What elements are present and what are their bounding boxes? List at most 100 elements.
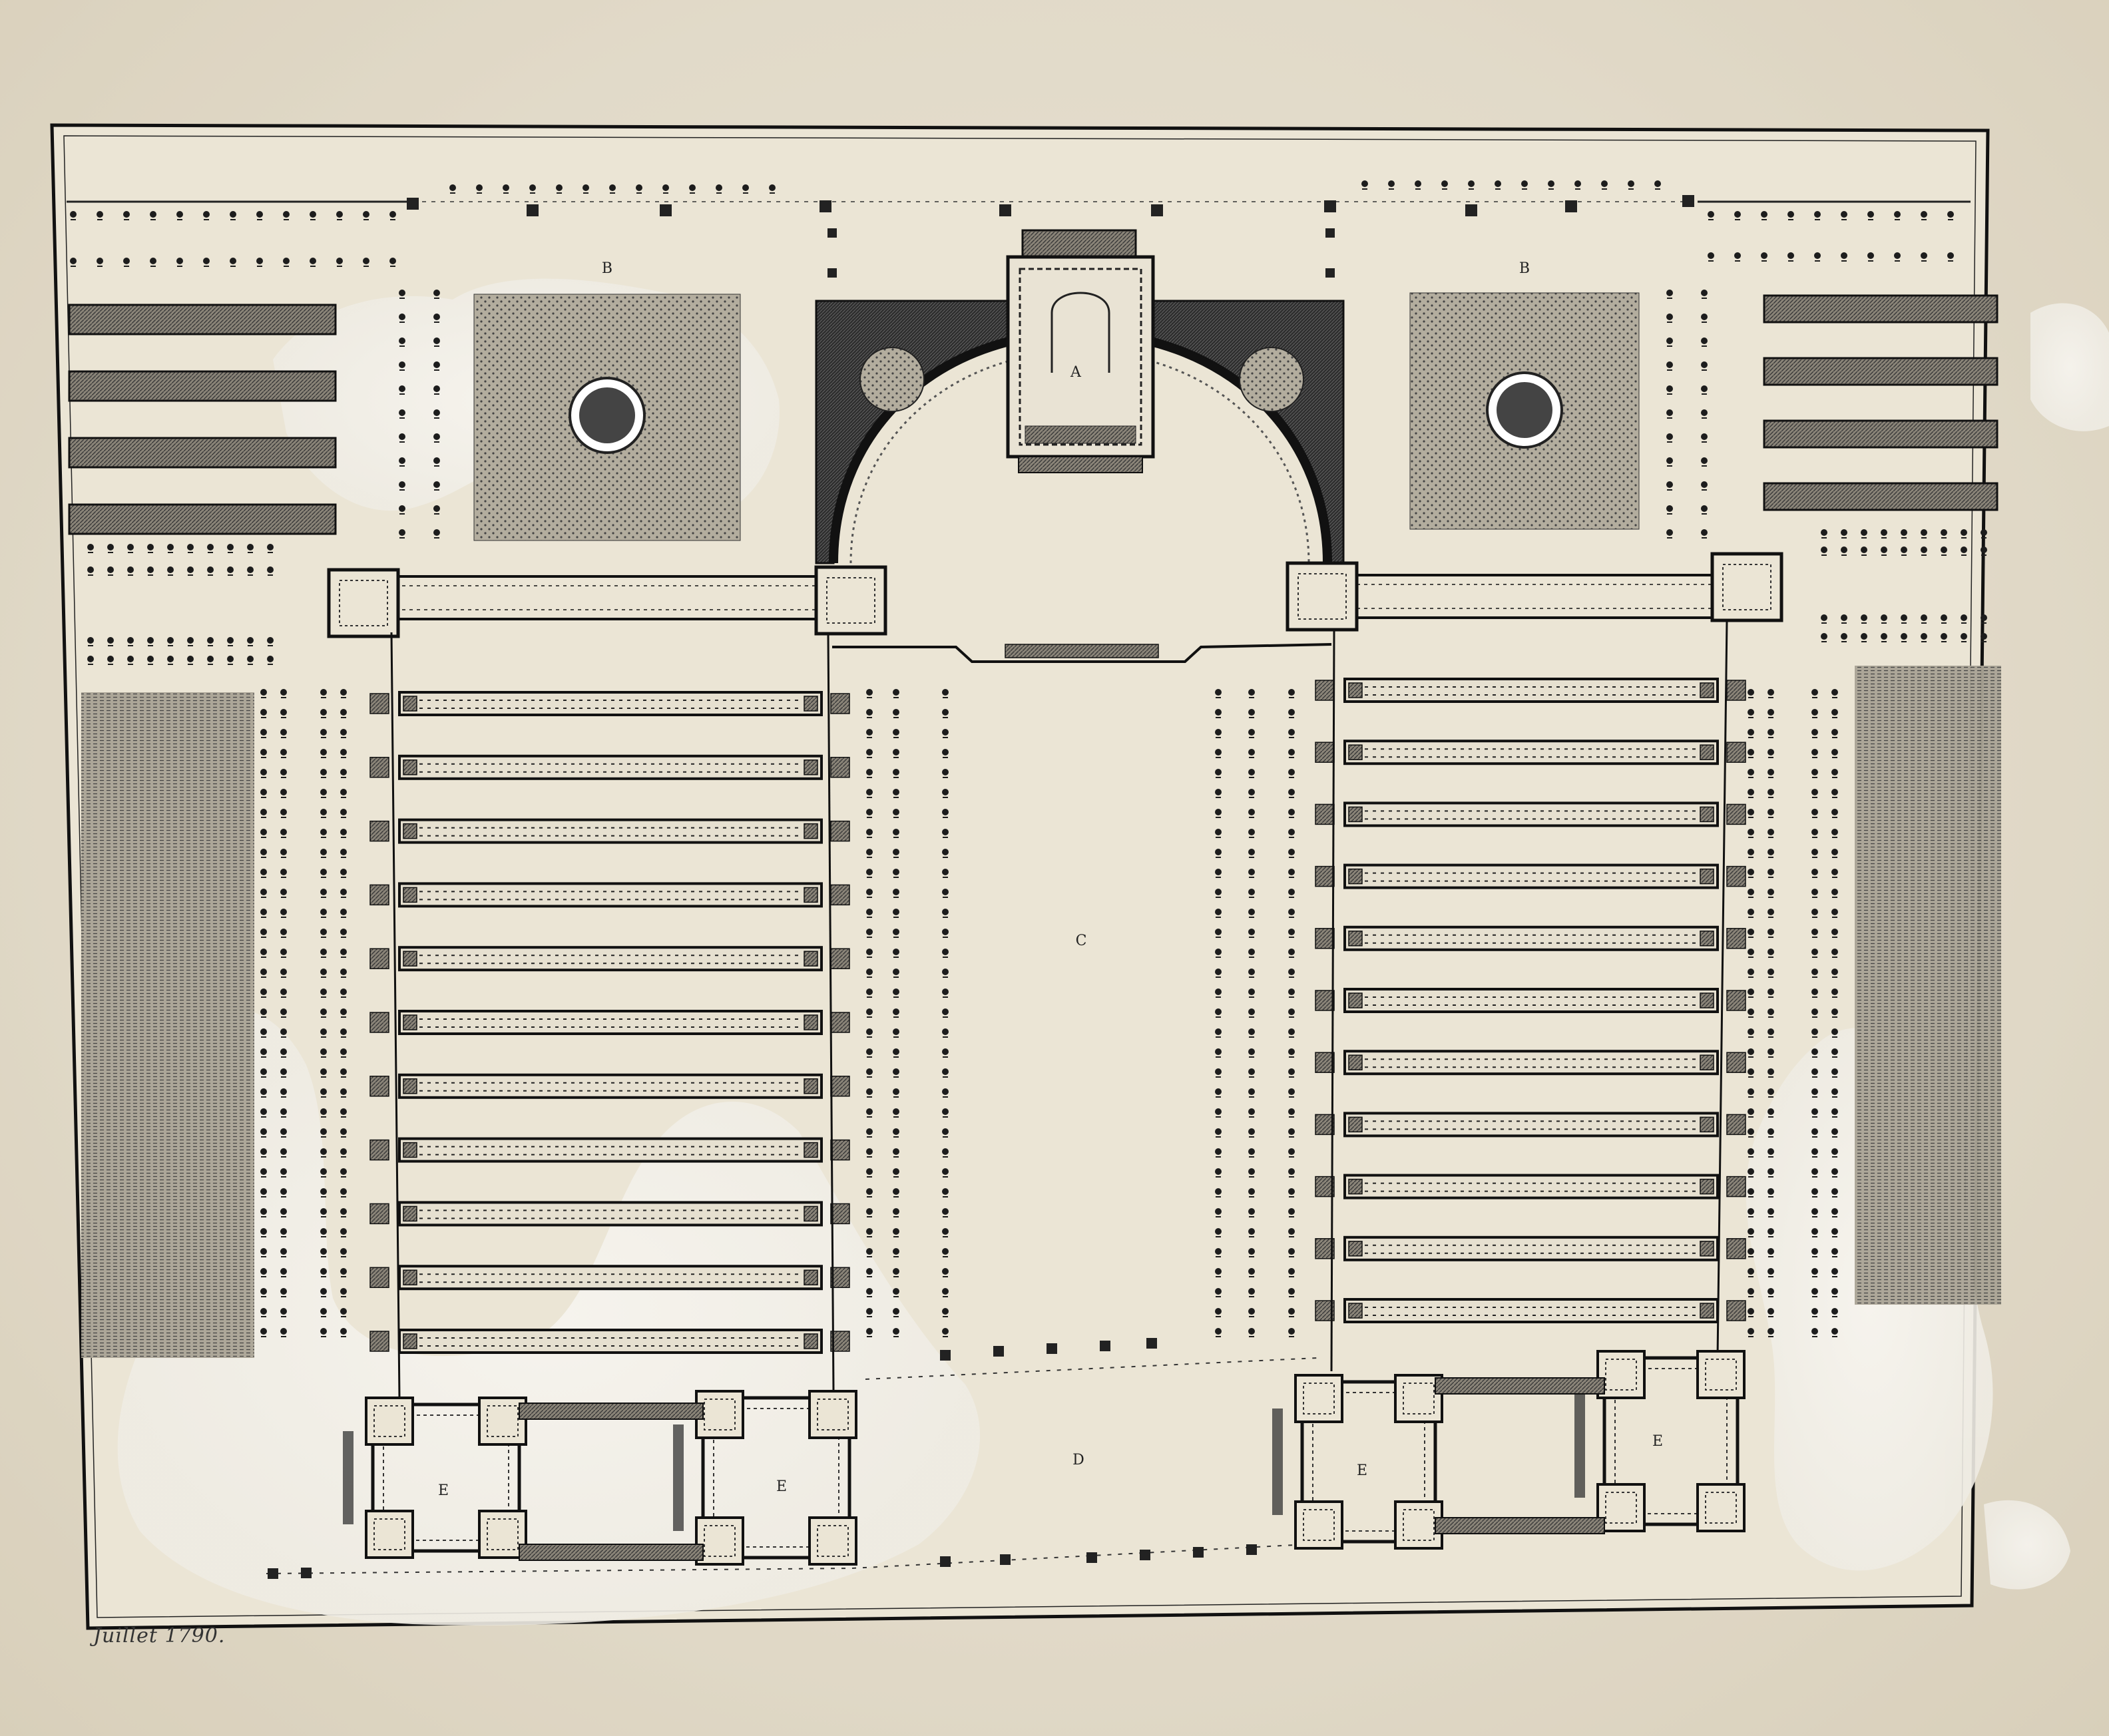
tree-mark [556, 184, 563, 194]
tree-mark [1288, 1188, 1295, 1197]
tree-mark [866, 889, 873, 898]
tree-mark [1748, 988, 1754, 998]
tree-mark [1961, 633, 1967, 642]
tree-mark [1248, 1128, 1255, 1138]
tree-mark [1288, 809, 1295, 818]
tree-mark [340, 869, 347, 878]
tree-mark [127, 566, 134, 576]
tree-mark [476, 184, 483, 194]
tree-mark [529, 184, 536, 194]
building-row [1315, 801, 1746, 827]
tree-mark [1734, 252, 1741, 262]
tree-mark [1748, 829, 1754, 838]
tree-mark [1215, 889, 1222, 898]
tree-mark [176, 258, 183, 267]
tree-mark [1894, 211, 1901, 220]
tree-mark [399, 337, 405, 347]
tree-mark [1831, 729, 1838, 738]
tree-mark [1841, 614, 1847, 624]
tree-mark [280, 1328, 287, 1337]
tree-mark [340, 1208, 347, 1217]
garden-band [68, 304, 337, 335]
tree-mark [260, 1148, 267, 1158]
tree-mark [1288, 969, 1295, 978]
tree-mark [866, 789, 873, 798]
tree-mark [280, 1228, 287, 1237]
tree-mark [107, 637, 114, 646]
tree-mark [320, 689, 327, 698]
tree-mark [1841, 633, 1847, 642]
tree-mark [336, 258, 343, 267]
post [1325, 268, 1335, 278]
tree-mark [893, 709, 899, 718]
tree-mark [1947, 252, 1954, 262]
tree-mark [340, 809, 347, 818]
tree-mark [1215, 1168, 1222, 1178]
tree-mark [433, 505, 440, 515]
tree-mark [97, 211, 103, 220]
tree-mark [1811, 949, 1818, 958]
tree-mark [1767, 1228, 1774, 1237]
tree-mark [942, 1168, 949, 1178]
tree-mark [280, 1188, 287, 1197]
tree-mark [1215, 969, 1222, 978]
tree-mark [942, 1308, 949, 1317]
tree-mark [1215, 1088, 1222, 1098]
tree-mark [893, 1228, 899, 1237]
tree-mark [1666, 385, 1673, 395]
tree-mark [866, 929, 873, 938]
tree-mark [340, 769, 347, 778]
tree-mark [1601, 180, 1608, 190]
tree-mark [187, 656, 194, 665]
tree-mark [280, 949, 287, 958]
tree-mark [1811, 1148, 1818, 1158]
tree-mark [583, 184, 589, 194]
tree-mark [340, 729, 347, 738]
tree-mark [1748, 689, 1754, 698]
tree-mark [320, 1248, 327, 1257]
tree-mark [340, 1268, 347, 1277]
tree-mark [893, 1108, 899, 1118]
tree-mark [1628, 180, 1634, 190]
building-row [369, 1329, 850, 1354]
tree-mark [340, 1168, 347, 1178]
tree-mark [1748, 1268, 1754, 1277]
tree-mark [320, 749, 327, 758]
tree-mark [866, 1308, 873, 1317]
tree-mark [1767, 909, 1774, 918]
tree-mark [167, 656, 174, 665]
tree-mark [280, 988, 287, 998]
tree-mark [1248, 709, 1255, 718]
tree-mark [1748, 749, 1754, 758]
tree-mark [280, 1268, 287, 1277]
tree-mark [1767, 1308, 1774, 1317]
tree-mark [1831, 769, 1838, 778]
tree-mark [1861, 633, 1867, 642]
tree-mark [942, 709, 949, 718]
tree-mark [1288, 1168, 1295, 1178]
tree-mark [893, 1208, 899, 1217]
tree-mark [340, 1128, 347, 1138]
tree-mark [260, 1108, 267, 1118]
tree-mark [1811, 1228, 1818, 1237]
tree-mark [942, 1128, 949, 1138]
tree-mark [320, 1268, 327, 1277]
tree-mark [1831, 1308, 1838, 1317]
tree-mark [1248, 1008, 1255, 1018]
tree-mark [320, 1048, 327, 1058]
tree-mark [893, 769, 899, 778]
tree-mark [1921, 211, 1927, 220]
tree-mark [1947, 211, 1954, 220]
post [827, 268, 837, 278]
building-complex [343, 1397, 527, 1559]
tree-mark [1748, 729, 1754, 738]
tree-mark [1831, 929, 1838, 938]
tree-mark [260, 689, 267, 698]
left-garden-bands [68, 304, 337, 535]
tree-mark [942, 1088, 949, 1098]
tree-mark [1215, 1328, 1222, 1337]
left-field [81, 692, 254, 1358]
tree-mark [260, 809, 267, 818]
tree-mark [1288, 769, 1295, 778]
tree-mark [320, 1208, 327, 1217]
